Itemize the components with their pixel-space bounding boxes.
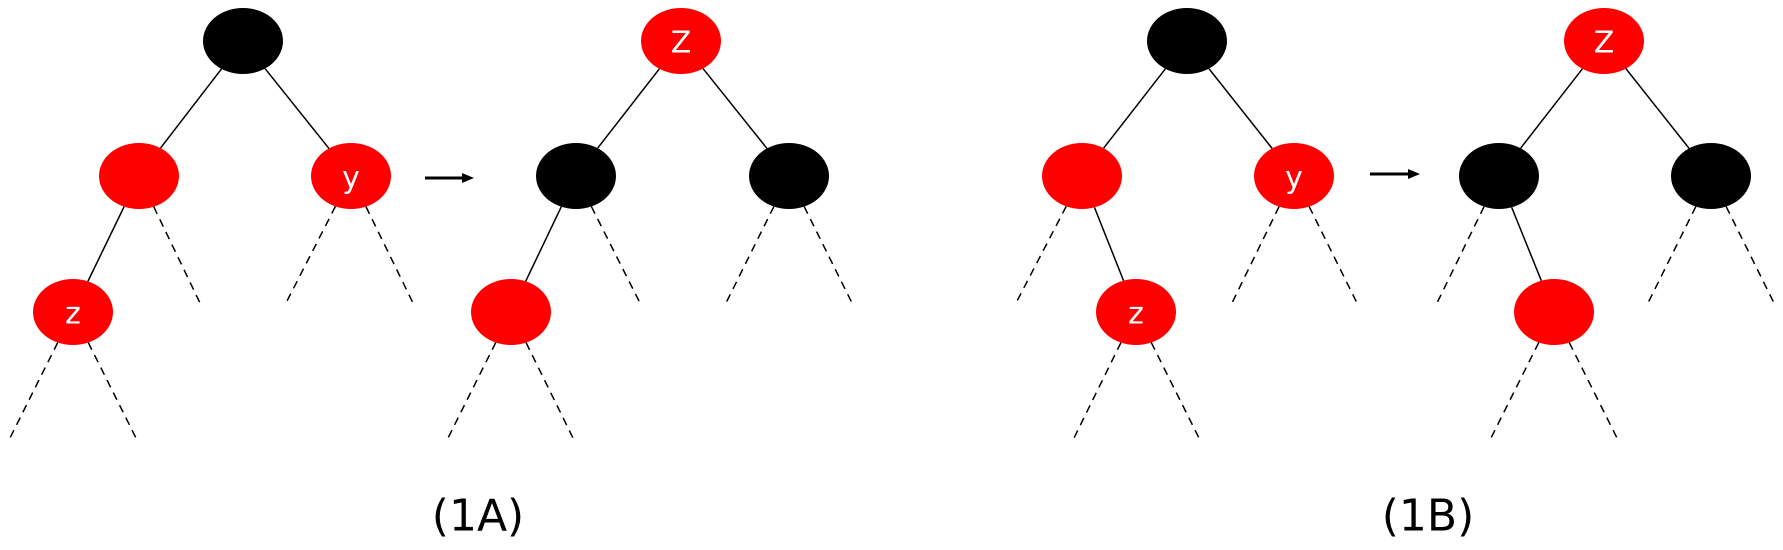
node-red-ellipse [99, 143, 179, 209]
node-black-ellipse [1459, 143, 1539, 209]
tree-node-red: y [1254, 143, 1334, 209]
tree-edge [264, 68, 330, 149]
transform-arrow-icon [1370, 169, 1420, 179]
tree-edge [1093, 207, 1125, 281]
captions-layer: (1A) (1B) [432, 491, 1474, 542]
nil-subtree-edge [447, 342, 497, 439]
tree-node-black [1459, 143, 1539, 209]
tree-edge [159, 68, 223, 149]
nil-subtree-edge [803, 206, 853, 304]
tree-node-red [471, 279, 551, 345]
tree-edge [87, 206, 125, 282]
tree-edge [1208, 68, 1273, 149]
node-red-ellipse [1042, 143, 1122, 209]
nil-subtree-edge [1568, 342, 1618, 439]
node-red-ellipse [311, 143, 391, 209]
node-red-ellipse [33, 279, 113, 345]
nil-subtree-edge [1725, 206, 1775, 304]
tree-node-red: z [1096, 279, 1176, 345]
nil-subtree-edge [525, 342, 574, 439]
node-label: y [342, 161, 360, 196]
tree-edge [1510, 207, 1543, 281]
node-label: Z [1594, 26, 1615, 61]
nodes-layer: y z Zy z Z [33, 8, 1751, 345]
caption-1b: (1B) [1382, 491, 1475, 542]
node-label: z [65, 297, 81, 332]
tree-edge [1520, 68, 1583, 149]
tree-edge [702, 68, 768, 149]
node-red-ellipse [1514, 279, 1594, 345]
node-black-ellipse [1147, 8, 1227, 74]
node-red-ellipse [641, 8, 721, 74]
tree-edge [1625, 68, 1690, 149]
nil-subtree-edge [153, 206, 201, 304]
node-label: y [1285, 161, 1303, 196]
tree-node-black [203, 8, 283, 74]
nil-subtree-edge [1015, 205, 1067, 304]
tree-node-black [1147, 8, 1227, 74]
arrows-layer [425, 169, 1420, 183]
node-black-ellipse [536, 143, 616, 209]
node-black-ellipse [749, 143, 829, 209]
node-black-ellipse [1671, 143, 1751, 209]
node-black-ellipse [203, 8, 283, 74]
nil-subtree-edge [87, 342, 137, 439]
nil-subtree-edge [1436, 206, 1485, 304]
tree-edge [1103, 68, 1166, 149]
node-label: z [1128, 297, 1144, 332]
nil-subtree-edge [365, 206, 414, 304]
node-label: Z [671, 26, 692, 61]
transform-arrow-icon [425, 173, 474, 183]
tree-node-red [99, 143, 179, 209]
tree-node-black [1671, 143, 1751, 209]
nil-subtree-edge [9, 342, 59, 439]
tree-node-red [1042, 143, 1122, 209]
caption-1a: (1A) [432, 491, 524, 542]
edges-layer [9, 68, 1775, 439]
nil-subtree-edge [1231, 206, 1280, 304]
nil-subtree-edge [1647, 206, 1697, 304]
nil-subtree-edge [1308, 206, 1358, 304]
node-red-ellipse [1254, 143, 1334, 209]
node-red-ellipse [1096, 279, 1176, 345]
node-red-ellipse [1564, 8, 1644, 74]
nil-subtree-edge [1073, 342, 1122, 439]
nil-subtree-edge [1490, 342, 1540, 439]
tree-node-red: Z [641, 8, 721, 74]
nil-subtree-edge [1150, 342, 1200, 439]
tree-node-red: Z [1564, 8, 1644, 74]
tree-node-red: y [311, 143, 391, 209]
tree-node-black [749, 143, 829, 209]
node-red-ellipse [471, 279, 551, 345]
tree-edge [597, 68, 660, 149]
tree-node-red: z [33, 279, 113, 345]
tree-node-black [536, 143, 616, 209]
tree-node-red [1514, 279, 1594, 345]
nil-subtree-edge [725, 206, 775, 304]
nil-subtree-edge [285, 206, 337, 304]
tree-edge [524, 206, 563, 282]
nil-subtree-edge [590, 206, 641, 304]
